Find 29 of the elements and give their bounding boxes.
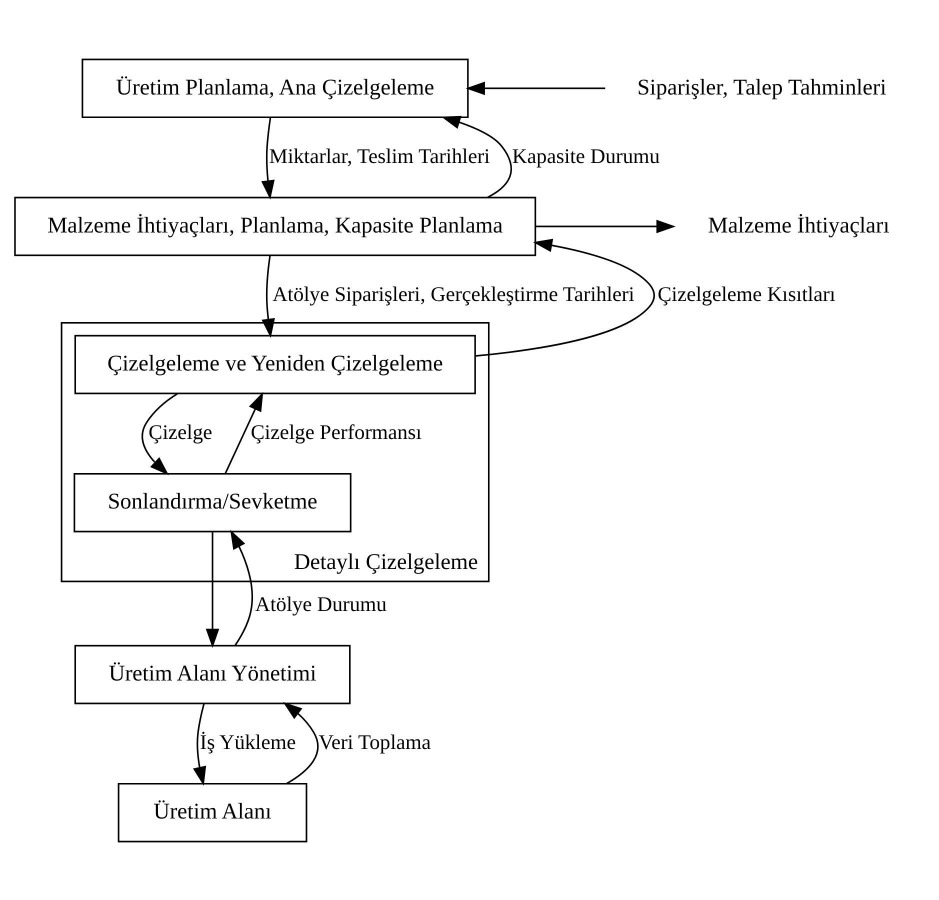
edge-label: İş Yükleme bbox=[200, 730, 296, 754]
node-box: Üretim Planlama, Ana Çizelgeleme bbox=[82, 58, 469, 118]
edge-label: Çizelge Performansı bbox=[250, 420, 422, 444]
arrow bbox=[192, 703, 206, 786]
arrow bbox=[142, 392, 178, 475]
arrow bbox=[262, 255, 275, 338]
node-text: Siparişler, Talep Tahminleri bbox=[637, 74, 886, 99]
edge-label: Çizelgeleme Kısıtları bbox=[658, 281, 836, 306]
node-box: Üretim Alanı bbox=[118, 782, 308, 842]
arrow bbox=[224, 391, 264, 474]
edge-label: Kapasite Durumu bbox=[512, 143, 660, 168]
arrow bbox=[441, 115, 512, 198]
node-box: Üretim Alanı Yönetimi bbox=[74, 644, 351, 704]
arrow bbox=[206, 532, 220, 648]
edge-label: Miktarlar, Teslim Tarihleri bbox=[269, 143, 490, 168]
arrow bbox=[261, 116, 275, 200]
node-box: Çizelgeleme ve Yeniden Çizelgeleme bbox=[74, 334, 476, 394]
edge-label: Atölye Durumu bbox=[255, 591, 387, 616]
node-text: Malzeme İhtiyaçları bbox=[708, 212, 890, 237]
arrow bbox=[475, 238, 656, 356]
arrow bbox=[230, 529, 253, 646]
arrow bbox=[466, 81, 606, 95]
edge-label: Atölye Siparişleri, Gerçekleştirme Tarihleri bbox=[272, 281, 634, 306]
arrow bbox=[282, 702, 319, 784]
node-box: Malzeme İhtiyaçları, Planlama, Kapasite Planlama bbox=[14, 196, 536, 256]
edge-label: Veri Toplama bbox=[318, 730, 431, 754]
arrow bbox=[535, 219, 676, 233]
node-box: Sonlandırma/Sevketme bbox=[74, 472, 352, 532]
edge-label: Çizelge bbox=[148, 420, 212, 444]
